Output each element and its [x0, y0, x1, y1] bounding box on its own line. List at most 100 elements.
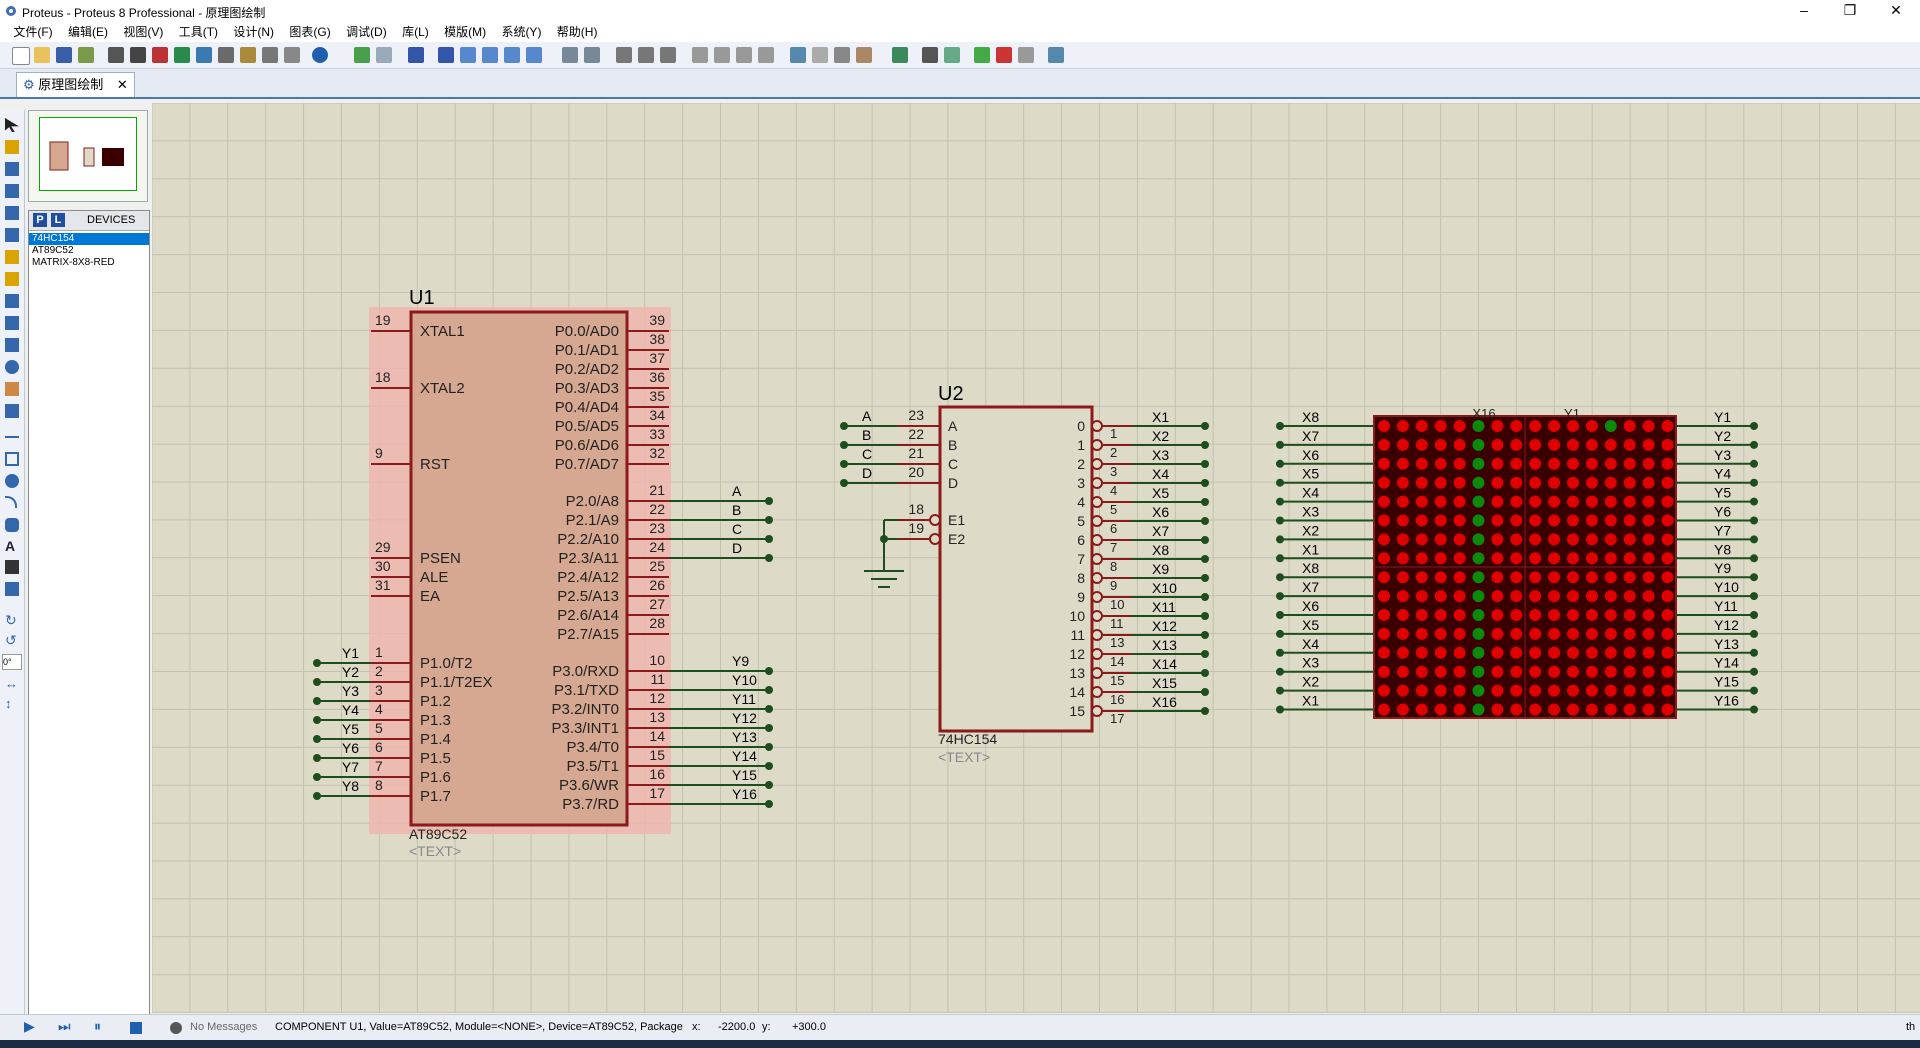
- block-rotate-icon[interactable]: [736, 47, 752, 63]
- menu-library[interactable]: 库(L): [402, 25, 429, 39]
- line-icon[interactable]: [5, 436, 19, 438]
- pick-devices-button[interactable]: P: [33, 213, 47, 227]
- library-manager-button[interactable]: L: [51, 213, 65, 227]
- u1-pin-number: 7: [375, 758, 383, 774]
- u2-pin-number: 19: [908, 520, 924, 536]
- undo-icon[interactable]: [562, 47, 578, 63]
- close-button[interactable]: ✕: [1890, 2, 1902, 18]
- search-icon[interactable]: [922, 47, 938, 63]
- subcircuit-icon[interactable]: [5, 250, 19, 264]
- import-icon[interactable]: [78, 47, 94, 63]
- refresh-icon[interactable]: [354, 47, 370, 63]
- zoom-area-icon[interactable]: [526, 47, 542, 63]
- pause-icon[interactable]: ⏸: [94, 1018, 101, 1034]
- device-pins-icon[interactable]: [5, 294, 19, 308]
- block-move-icon[interactable]: [714, 47, 730, 63]
- terminals-icon[interactable]: [5, 272, 19, 286]
- decompose-icon[interactable]: [856, 47, 872, 63]
- help-icon[interactable]: [312, 47, 328, 63]
- new-sheet-icon[interactable]: [974, 47, 990, 63]
- junction-dot-icon[interactable]: [5, 162, 19, 176]
- graph-icon[interactable]: [5, 316, 19, 330]
- tab-schematic[interactable]: ⚙ 原理图绘制 ✕: [16, 72, 135, 97]
- bom-icon[interactable]: [218, 47, 234, 63]
- rotation-angle-field[interactable]: 0°: [2, 654, 22, 670]
- netlist-icon[interactable]: [1048, 47, 1064, 63]
- device-item[interactable]: AT89C52: [32, 245, 74, 256]
- generator-icon[interactable]: [5, 360, 19, 374]
- remove-sheet-icon[interactable]: [996, 47, 1012, 63]
- stop-icon[interactable]: [130, 1022, 142, 1034]
- cut-icon[interactable]: [616, 47, 632, 63]
- buses-icon[interactable]: [5, 228, 19, 242]
- schematic-icon[interactable]: [130, 47, 146, 63]
- overview-window[interactable]: [28, 110, 148, 202]
- text-icon[interactable]: A: [5, 538, 16, 554]
- device-item[interactable]: MATRIX-8X8-RED: [32, 257, 115, 268]
- wire-autorouter-icon[interactable]: [892, 47, 908, 63]
- path-icon[interactable]: [5, 518, 19, 532]
- marker-icon[interactable]: [5, 582, 19, 596]
- block-copy-icon[interactable]: [692, 47, 708, 63]
- play-icon[interactable]: ▶: [24, 1018, 35, 1034]
- circle-icon[interactable]: [5, 474, 19, 488]
- menu-graph[interactable]: 图表(G): [289, 25, 331, 39]
- schematic-drawing[interactable]: U1AT89C52<TEXT>19XTAL118XTAL29RST29PSEN3…: [152, 103, 1920, 1013]
- tab-close-icon[interactable]: ✕: [116, 77, 128, 92]
- menu-design[interactable]: 设计(N): [233, 25, 275, 39]
- block-delete-icon[interactable]: [758, 47, 774, 63]
- arc-icon[interactable]: [5, 496, 17, 508]
- 3d-view-icon[interactable]: [174, 47, 190, 63]
- menu-system[interactable]: 系统(Y): [501, 25, 542, 39]
- copy-icon[interactable]: [638, 47, 654, 63]
- mirror-horizontal-icon[interactable]: ↔: [5, 676, 18, 691]
- select-mode-icon[interactable]: [5, 118, 19, 132]
- symbol-icon[interactable]: [5, 560, 19, 574]
- menu-edit[interactable]: 编辑(E): [68, 25, 109, 39]
- component-mode-icon[interactable]: [5, 140, 19, 154]
- menu-help[interactable]: 帮助(H): [556, 25, 598, 39]
- home-icon[interactable]: [108, 47, 124, 63]
- menu-view[interactable]: 视图(V): [123, 25, 164, 39]
- origin-icon[interactable]: [408, 47, 424, 63]
- zoom-all-icon[interactable]: [504, 47, 520, 63]
- box-icon[interactable]: [5, 452, 19, 466]
- pick-device-icon[interactable]: [790, 47, 806, 63]
- save-icon[interactable]: [56, 47, 72, 63]
- make-device-icon[interactable]: [812, 47, 828, 63]
- menu-debug[interactable]: 调试(D): [346, 25, 387, 39]
- text-script-icon[interactable]: [5, 206, 19, 220]
- menu-template[interactable]: 模版(M): [444, 25, 487, 39]
- design-explorer-icon[interactable]: [262, 47, 278, 63]
- minimize-button[interactable]: –: [1800, 2, 1808, 18]
- mirror-vertical-icon[interactable]: ↕: [5, 696, 12, 711]
- voltage-probe-icon[interactable]: [5, 382, 19, 396]
- menu-file[interactable]: 文件(F): [13, 25, 53, 39]
- rotate-clockwise-icon[interactable]: ↻: [5, 612, 17, 628]
- grid-toggle-icon[interactable]: [376, 47, 392, 63]
- rotate-anticlockwise-icon[interactable]: ↺: [5, 632, 17, 648]
- document-icon[interactable]: [284, 47, 300, 63]
- paste-icon[interactable]: [660, 47, 676, 63]
- pan-icon[interactable]: [438, 47, 454, 63]
- device-item[interactable]: 74HC154: [29, 233, 149, 245]
- redo-icon[interactable]: [584, 47, 600, 63]
- exit-to-parent-icon[interactable]: [1018, 47, 1034, 63]
- zoom-out-icon[interactable]: [482, 47, 498, 63]
- pcb-icon[interactable]: [152, 47, 168, 63]
- gerber-icon[interactable]: [196, 47, 212, 63]
- virtual-instruments-icon[interactable]: [5, 404, 19, 418]
- zoom-in-icon[interactable]: [460, 47, 476, 63]
- property-tool-icon[interactable]: [944, 47, 960, 63]
- new-file-icon[interactable]: [12, 47, 30, 65]
- maximize-button[interactable]: ❐: [1843, 2, 1857, 18]
- wire-label-icon[interactable]: [5, 184, 19, 198]
- step-icon[interactable]: ⏭: [58, 1018, 71, 1034]
- tape-recorder-icon[interactable]: [5, 338, 19, 352]
- notes-icon[interactable]: [240, 47, 256, 63]
- packaging-tool-icon[interactable]: [834, 47, 850, 63]
- open-file-icon[interactable]: [34, 47, 50, 63]
- menu-tools[interactable]: 工具(T): [178, 25, 219, 39]
- message-count[interactable]: No Messages: [190, 1021, 258, 1033]
